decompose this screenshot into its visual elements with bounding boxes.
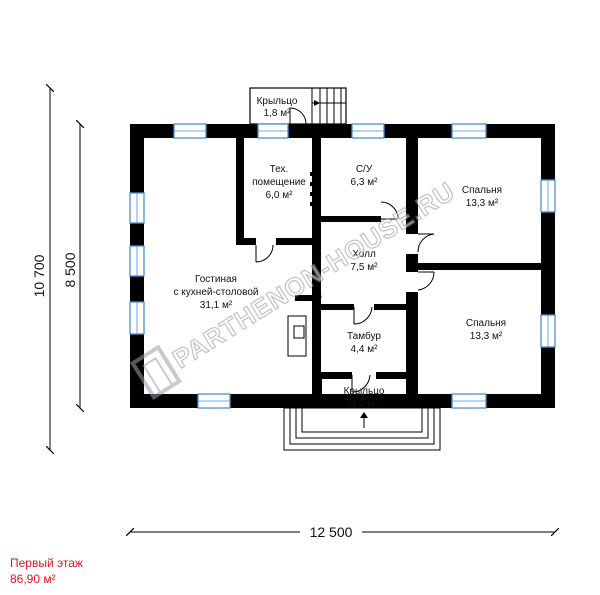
floor-name: Первый этаж	[10, 556, 83, 570]
stove-icon	[287, 315, 307, 357]
svg-text:13,3 м²: 13,3 м²	[470, 331, 503, 342]
room-bedroom-top: Спальня 13,3 м²	[462, 185, 502, 209]
porch-bottom-steps	[283, 407, 441, 451]
svg-text:7,5 м²: 7,5 м²	[351, 262, 379, 273]
svg-text:Гостиная: Гостиная	[195, 274, 237, 285]
svg-text:6,0 м²: 6,0 м²	[266, 190, 294, 201]
room-tech: Тех. помещение 6,0 м²	[252, 164, 306, 201]
svg-text:с кухней-столовой: с кухней-столовой	[174, 287, 259, 298]
room-bath: С/У 6,3 м²	[351, 164, 379, 188]
dimension-width: 12 500	[130, 522, 555, 540]
porch-top	[249, 87, 347, 125]
svg-text:13,3 м²: 13,3 м²	[466, 198, 499, 209]
dimension-total-height: 10 700	[31, 88, 50, 450]
chimney-vent	[310, 172, 320, 206]
dimension-house-height: 8 500	[62, 124, 80, 408]
svg-text:4,4 м²: 4,4 м²	[351, 344, 379, 355]
doors	[255, 107, 435, 393]
room-hall: Холл 7,5 м²	[351, 249, 379, 273]
svg-text:Крыльцо: Крыльцо	[257, 96, 298, 107]
floor-caption: Первый этаж 86,90 м²	[10, 555, 83, 587]
svg-text:помещение: помещение	[252, 177, 306, 188]
svg-text:31,1 м²: 31,1 м²	[200, 300, 233, 311]
room-porch-bottom: Крыльцо 3,2 м²	[344, 386, 385, 410]
interior-walls	[236, 138, 541, 394]
room-bedroom-bottom: Спальня 13,3 м²	[466, 318, 506, 342]
svg-text:8 500: 8 500	[62, 252, 78, 287]
svg-text:6,3 м²: 6,3 м²	[351, 177, 379, 188]
svg-text:1,8 м²: 1,8 м²	[264, 108, 292, 119]
svg-text:Крыльцо: Крыльцо	[344, 386, 385, 397]
svg-text:Спальня: Спальня	[462, 185, 502, 196]
svg-text:10 700: 10 700	[31, 254, 47, 297]
svg-text:Холл: Холл	[352, 249, 376, 260]
svg-text:Спальня: Спальня	[466, 318, 506, 329]
svg-text:3,2 м²: 3,2 м²	[351, 399, 379, 410]
room-porch-top: Крыльцо 1,8 м²	[257, 96, 298, 119]
svg-text:12 500: 12 500	[310, 524, 353, 540]
room-living: Гостиная с кухней-столовой 31,1 м²	[174, 274, 259, 311]
svg-text:Тамбур: Тамбур	[347, 330, 381, 342]
room-vestibule: Тамбур 4,4 м²	[347, 330, 381, 355]
window-glass-lines	[136, 130, 549, 402]
svg-text:С/У: С/У	[356, 164, 373, 175]
floor-area: 86,90 м²	[10, 572, 56, 586]
svg-text:Тех.: Тех.	[270, 164, 289, 175]
